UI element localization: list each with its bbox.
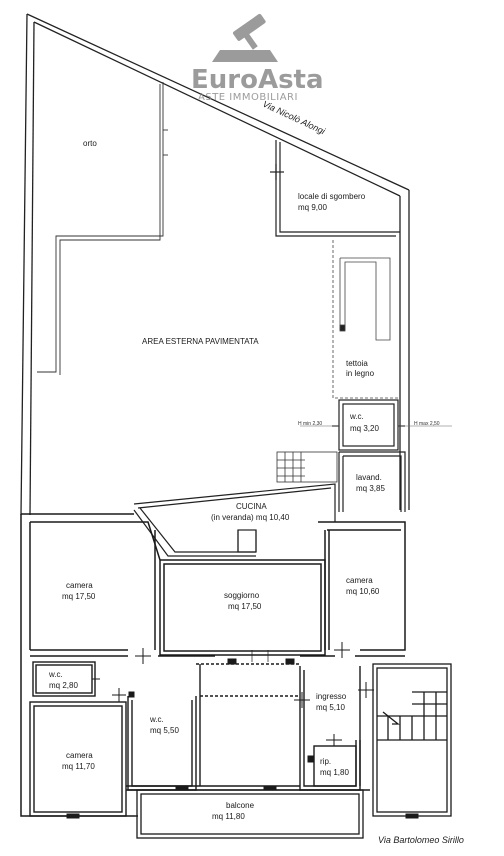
ingresso-area: mq 5,10: [316, 703, 345, 712]
wc-left-area: mq 2,80: [49, 681, 78, 690]
courtyard-stairs: [276, 451, 338, 483]
rip-label: rip.: [320, 757, 331, 766]
sgombero-room: [270, 140, 400, 237]
camera-bottom-label: camera: [66, 751, 93, 760]
orto-area: [37, 82, 168, 375]
tettoia-inner: [339, 257, 391, 341]
balcone-label: balcone: [226, 801, 255, 810]
tettoia-area: in legno: [346, 369, 375, 378]
sgombero-area: mq 9,00: [298, 203, 327, 212]
soggiorno-label: soggiorno: [224, 591, 260, 600]
camera-bottom-area: mq 11,70: [62, 762, 95, 771]
camera-right-area: mq 10,60: [346, 587, 380, 596]
outer-boundary: [20, 13, 410, 516]
wc-mid-area: mq 5,50: [150, 726, 179, 735]
watermark: EuroAsta ASTE IMMOBILIARI: [191, 13, 324, 103]
sgombero-label: locale di sgombero: [298, 192, 366, 201]
wc-left-label: w.c.: [48, 670, 63, 679]
opening-marks: [66, 642, 419, 819]
watermark-brand: EuroAsta: [191, 65, 324, 95]
h-min-label: H min 2,30: [298, 421, 322, 427]
camera-left-area: mq 17,50: [62, 592, 96, 601]
balcone-area-label: mq 11,80: [212, 812, 245, 821]
soggiorno-area: mq 17,50: [228, 602, 262, 611]
street-top-label: Via Nicolò Alongi: [261, 99, 327, 137]
balcone-area: [136, 789, 364, 839]
lower-walls: [29, 661, 370, 817]
lavand-room: [338, 451, 406, 512]
wc-upper-area: mq 3,20: [350, 424, 379, 433]
camera-right-label: camera: [346, 576, 373, 585]
ingresso-label: ingresso: [316, 692, 347, 701]
camera-left-label: camera: [66, 581, 93, 590]
gavel-icon: [212, 13, 278, 62]
rip-area: mq 1,80: [320, 768, 349, 777]
lavand-area: mq 3,85: [356, 484, 385, 493]
wc-upper-label: w.c.: [349, 412, 364, 421]
cucina-area: (in veranda) mq 10,40: [211, 513, 290, 522]
lavand-label: lavand.: [356, 473, 382, 482]
cucina-room: [133, 483, 336, 557]
orto-label: orto: [83, 139, 97, 148]
cucina-label: CUCINA: [236, 502, 267, 511]
wc-mid-label: w.c.: [149, 715, 164, 724]
stairwell: [372, 663, 452, 817]
area-esterna-label: AREA ESTERNA PAVIMENTATA: [142, 337, 259, 346]
street-bottom-label: Via Bartolomeo Sirillo: [378, 835, 464, 845]
watermark-tagline: ASTE IMMOBILIARI: [198, 92, 298, 103]
h-max-label: H max 2,50: [414, 421, 440, 427]
tettoia-structure: [332, 240, 398, 399]
tettoia-label: tettoia: [346, 359, 368, 368]
